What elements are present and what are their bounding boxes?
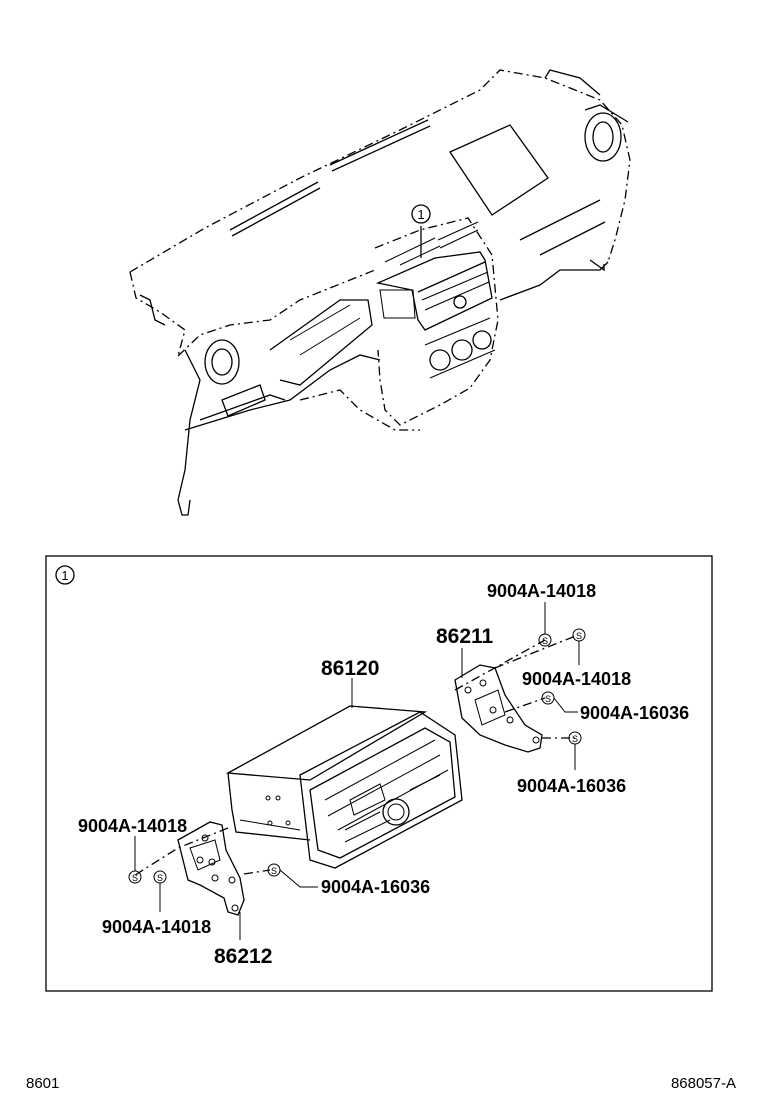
bolt-label-right-upper: 9004A-14018 xyxy=(522,669,631,689)
bolt-label-top: 9004A-14018 xyxy=(487,581,596,601)
bolt-label-left-lower: 9004A-14018 xyxy=(102,917,211,937)
dashboard-illustration: 1 xyxy=(129,69,631,516)
part-label-86212: 86212 xyxy=(214,945,272,968)
bolt-label-center: 9004A-16036 xyxy=(321,877,430,897)
screw-symbol: S xyxy=(545,694,551,704)
part-label-86120: 86120 xyxy=(321,657,379,680)
screw-symbol: S xyxy=(542,636,548,646)
left-bracket-illustration xyxy=(177,821,245,916)
bolt-label-right-lower: 9004A-16036 xyxy=(517,776,626,796)
right-bracket-illustration xyxy=(454,664,543,753)
screw-symbol: S xyxy=(271,866,277,876)
screw-symbol: S xyxy=(157,873,163,883)
screw-symbol: S xyxy=(572,734,578,744)
bolt-label-left-upper: 9004A-14018 xyxy=(78,816,187,836)
screw-symbol: S xyxy=(576,631,582,641)
screw-symbol: S xyxy=(132,873,138,883)
callout-marker-top: 1 xyxy=(417,207,424,222)
leader-lines xyxy=(134,602,580,940)
bolt-label-right-middle: 9004A-16036 xyxy=(580,703,689,723)
callout-marker-detail: 1 xyxy=(61,568,68,583)
footer-code-left: 8601 xyxy=(26,1075,60,1092)
radio-unit-illustration xyxy=(225,705,463,869)
detail-frame xyxy=(45,555,713,992)
footer-code-right: 868057-A xyxy=(670,1075,736,1092)
part-label-86211: 86211 xyxy=(436,625,494,648)
